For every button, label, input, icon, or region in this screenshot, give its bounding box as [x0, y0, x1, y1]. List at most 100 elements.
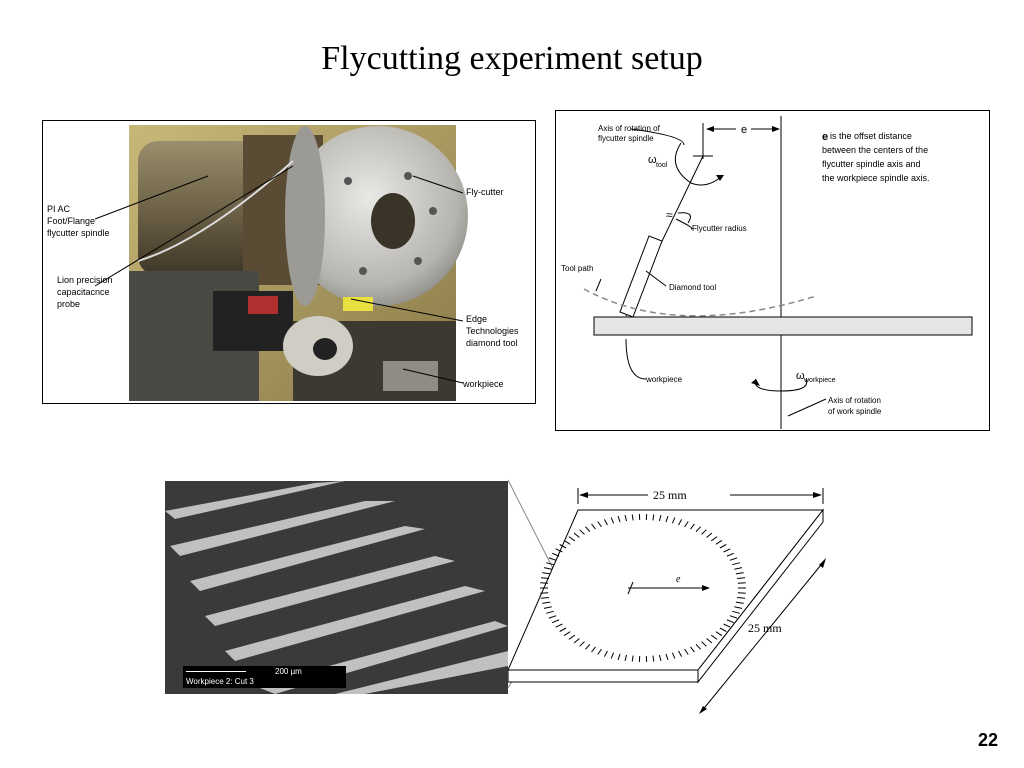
apparatus-photo-panel: PI AC Foot/Flange flycutter spindle Lion…	[42, 120, 536, 404]
description-line-2: between the centers of the	[822, 145, 928, 155]
e-dimension-label: e	[741, 124, 747, 136]
schematic-diagram: e ω tool ≈ ω workpiece Axis of rotation …	[561, 116, 973, 429]
cut-mark	[723, 548, 731, 553]
cut-mark	[579, 641, 585, 647]
cut-mark	[551, 619, 560, 624]
cut-mark	[568, 536, 575, 542]
cut-mark	[729, 615, 738, 619]
cut-mark	[665, 516, 669, 523]
cut-mark	[542, 601, 551, 604]
workpiece-block-diagram: e 25 mm 25 mm	[507, 480, 838, 720]
cut-mark	[678, 519, 683, 526]
cut-mark	[695, 526, 701, 532]
tool-path-label: Tool path	[561, 264, 593, 273]
workpiece-label: workpiece	[645, 375, 683, 384]
cut-mark	[543, 567, 552, 570]
cut-mark	[563, 539, 571, 545]
cut-mark	[701, 529, 707, 535]
cut-mark	[665, 653, 669, 660]
cut-mark	[597, 648, 602, 655]
cut-mark	[555, 548, 563, 553]
cut-mark	[732, 562, 740, 566]
cut-mark	[671, 652, 676, 659]
cut-mark	[737, 592, 746, 594]
cut-mark	[659, 514, 662, 522]
cut-mark	[610, 517, 615, 524]
cut-mark	[585, 526, 591, 532]
axis-work-label-2: of work spindle	[828, 407, 882, 416]
cut-mark	[715, 539, 723, 545]
cut-mark	[726, 552, 735, 557]
cut-mark	[706, 638, 713, 644]
cut-mark	[610, 652, 615, 659]
cut-mark	[542, 572, 551, 575]
cut-mark	[652, 655, 655, 662]
omega-workpiece-subscript: workpiece	[803, 377, 836, 384]
cut-mark	[690, 646, 695, 653]
side-dimension-label: 25 mm	[748, 621, 782, 635]
cut-mark	[719, 544, 727, 549]
cut-mark	[591, 523, 596, 530]
axis-tool-label-1: Axis of rotation of	[598, 124, 661, 133]
cut-mark	[684, 648, 689, 655]
omega-tool-symbol: ω	[648, 154, 657, 166]
cut-mark	[559, 544, 567, 549]
cut-mark	[715, 631, 723, 637]
cut-mark	[684, 521, 689, 528]
workpiece-block: e 25 mm 25 mm	[507, 488, 826, 714]
cut-mark	[678, 650, 683, 657]
cut-mark	[671, 517, 676, 524]
omega-workpiece-symbol: ω	[796, 370, 805, 382]
cut-mark	[555, 623, 563, 628]
label-flycutter: Fly-cutter	[466, 187, 504, 197]
cut-mark	[617, 516, 621, 523]
schematic-diagram-panel: e ω tool ≈ ω workpiece Axis of rotation …	[555, 110, 990, 431]
axis-work-label-1: Axis of rotation	[828, 396, 881, 405]
cut-mark	[711, 536, 718, 542]
cut-mark	[706, 532, 713, 538]
cut-mark	[548, 557, 557, 561]
cut-mark	[546, 610, 554, 614]
label-diamond-tool: Edge Technologies diamond tool	[466, 314, 519, 348]
cut-mark	[546, 562, 554, 566]
cut-mark	[563, 631, 571, 637]
sem-scale-label: 200 µm	[275, 667, 302, 676]
cut-mark	[690, 523, 695, 530]
cut-mark	[548, 615, 557, 619]
sem-micrograph: 200 µm Workpiece 2: Cut 3	[165, 481, 508, 694]
slide-title: Flycutting experiment setup	[321, 40, 703, 77]
cut-mark	[737, 582, 746, 584]
cut-mark	[652, 514, 655, 521]
cut-mark	[573, 638, 580, 644]
cut-mark	[585, 644, 591, 650]
cut-mark	[540, 592, 549, 594]
cut-mark	[735, 601, 744, 604]
cut-mark	[624, 654, 627, 662]
label-workpiece: workpiece	[463, 379, 504, 389]
cut-mark	[540, 582, 549, 584]
cut-mark	[734, 567, 743, 570]
cut-mark	[735, 572, 744, 575]
diamond-tool-label: Diamond tool	[669, 283, 716, 292]
sem-caption: Workpiece 2: Cut 3	[186, 677, 254, 686]
sem-stripes	[165, 481, 508, 694]
cut-mark	[573, 532, 580, 538]
cut-mark	[540, 597, 549, 599]
cut-mark	[631, 514, 634, 521]
cut-mark	[603, 650, 608, 657]
cut-mark	[659, 654, 662, 662]
cut-mark	[543, 606, 552, 609]
cut-mark	[617, 653, 621, 660]
cut-mark	[732, 610, 740, 614]
cut-mark	[568, 634, 575, 640]
scale-bar	[186, 671, 246, 672]
cut-mark	[631, 655, 634, 662]
cut-mark	[701, 641, 707, 647]
omega-tool-subscript: tool	[656, 162, 668, 169]
label-probe: Lion precision capacitacnce probe	[57, 275, 113, 309]
cut-mark	[559, 627, 567, 632]
cut-mark	[579, 529, 585, 535]
cut-mark	[597, 521, 602, 528]
cut-mark	[603, 519, 608, 526]
cut-mark	[729, 557, 738, 561]
